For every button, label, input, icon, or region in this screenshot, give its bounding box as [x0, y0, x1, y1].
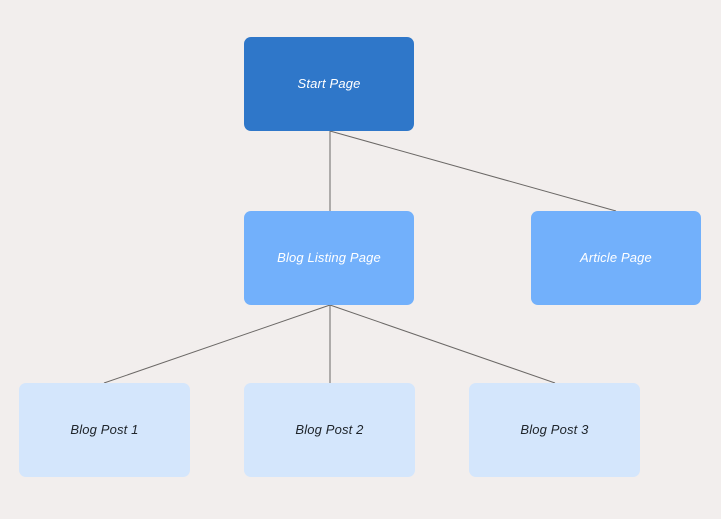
edge-listing-to-post-1 [103, 304, 331, 384]
node-blog-post-2[interactable]: Blog Post 2 [244, 383, 415, 477]
node-start-page[interactable]: Start Page [244, 37, 414, 131]
node-article-page[interactable]: Article Page [531, 211, 701, 305]
node-label: Blog Post 3 [520, 421, 589, 437]
node-label: Blog Post 1 [70, 421, 139, 437]
node-label: Article Page [580, 249, 652, 265]
edge-start-to-article [329, 130, 617, 212]
node-label: Start Page [297, 75, 361, 91]
node-blog-listing-page[interactable]: Blog Listing Page [244, 211, 414, 305]
edge-listing-to-post-3 [329, 304, 556, 384]
node-blog-post-3[interactable]: Blog Post 3 [469, 383, 640, 477]
node-label: Blog Post 2 [295, 421, 364, 437]
node-label: Blog Listing Page [277, 249, 381, 265]
node-blog-post-1[interactable]: Blog Post 1 [19, 383, 190, 477]
